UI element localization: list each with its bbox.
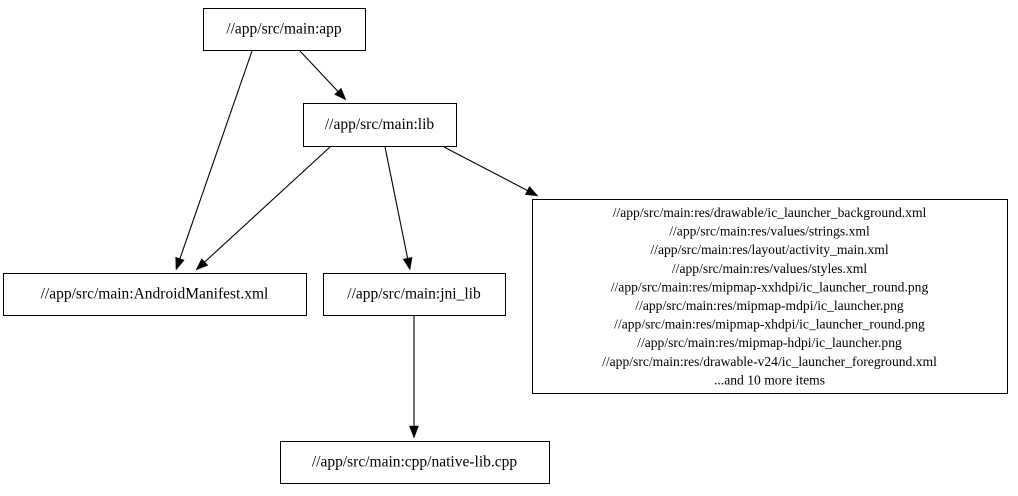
node-resources-group[interactable]: //app/src/main:res/drawable/ic_launcher_… xyxy=(532,199,1008,394)
edge-lib-to-jni-lib xyxy=(384,146,413,271)
node-native-lib-cpp-box[interactable] xyxy=(280,441,550,484)
node-jni-lib-label: //app/src/main:jni_lib xyxy=(347,286,481,303)
arrowhead-icon xyxy=(402,257,413,271)
node-android-manifest-label: //app/src/main:AndroidManifest.xml xyxy=(41,286,269,303)
resource-line: ...and 10 more items xyxy=(714,372,825,387)
node-app-label: //app/src/main:app xyxy=(226,21,342,38)
arrowhead-icon xyxy=(524,186,539,197)
resource-line: //app/src/main:res/values/styles.xml xyxy=(672,261,867,276)
node-native-lib-cpp-label: //app/src/main:cpp/native-lib.cpp xyxy=(312,454,518,471)
node-app[interactable]: //app/src/main:app xyxy=(203,8,366,51)
edge-jni-lib-to-native-lib-cpp xyxy=(409,316,419,439)
resource-line: //app/src/main:res/mipmap-hdpi/ic_launch… xyxy=(637,335,902,350)
resource-line: //app/src/main:res/mipmap-mdpi/ic_launch… xyxy=(635,298,904,313)
node-jni-lib[interactable]: //app/src/main:jni_lib xyxy=(323,273,506,316)
node-android-manifest[interactable]: //app/src/main:AndroidManifest.xml xyxy=(3,273,307,316)
node-lib-label: //app/src/main:lib xyxy=(325,116,435,133)
node-resources-group-box[interactable] xyxy=(532,199,1008,394)
arrowhead-icon xyxy=(409,425,419,439)
node-android-manifest-box[interactable] xyxy=(3,273,307,316)
arrowhead-icon xyxy=(334,87,347,101)
node-resources-group-label: //app/src/main:res/drawable/ic_launcher_… xyxy=(602,205,937,387)
node-lib-box[interactable] xyxy=(303,103,457,147)
resource-line: //app/src/main:res/layout/activity_main.… xyxy=(650,242,888,257)
arrowhead-icon xyxy=(175,256,185,271)
node-jni-lib-box[interactable] xyxy=(323,273,506,316)
edge-app-to-android-manifest xyxy=(175,50,253,271)
edge-lib-to-resources-group xyxy=(443,146,539,197)
arrowhead-icon xyxy=(195,258,209,271)
edge-lib-to-android-manifest xyxy=(195,146,331,271)
resource-line: //app/src/main:res/mipmap-xhdpi/ic_launc… xyxy=(614,317,925,332)
resource-line: //app/src/main:res/mipmap-xxhdpi/ic_laun… xyxy=(611,279,929,294)
resource-line: //app/src/main:res/drawable/ic_launcher_… xyxy=(613,205,927,220)
nodes-layer: //app/src/main:app //app/src/main:lib //ap… xyxy=(3,8,1008,484)
node-lib[interactable]: //app/src/main:lib xyxy=(303,103,457,147)
node-native-lib-cpp[interactable]: //app/src/main:cpp/native-lib.cpp xyxy=(280,441,550,484)
edges-layer xyxy=(175,50,539,439)
node-app-box[interactable] xyxy=(203,8,366,51)
resource-line: //app/src/main:res/drawable-v24/ic_launc… xyxy=(602,354,937,369)
resource-line: //app/src/main:res/values/strings.xml xyxy=(669,224,870,239)
edge-app-to-lib xyxy=(299,50,347,101)
